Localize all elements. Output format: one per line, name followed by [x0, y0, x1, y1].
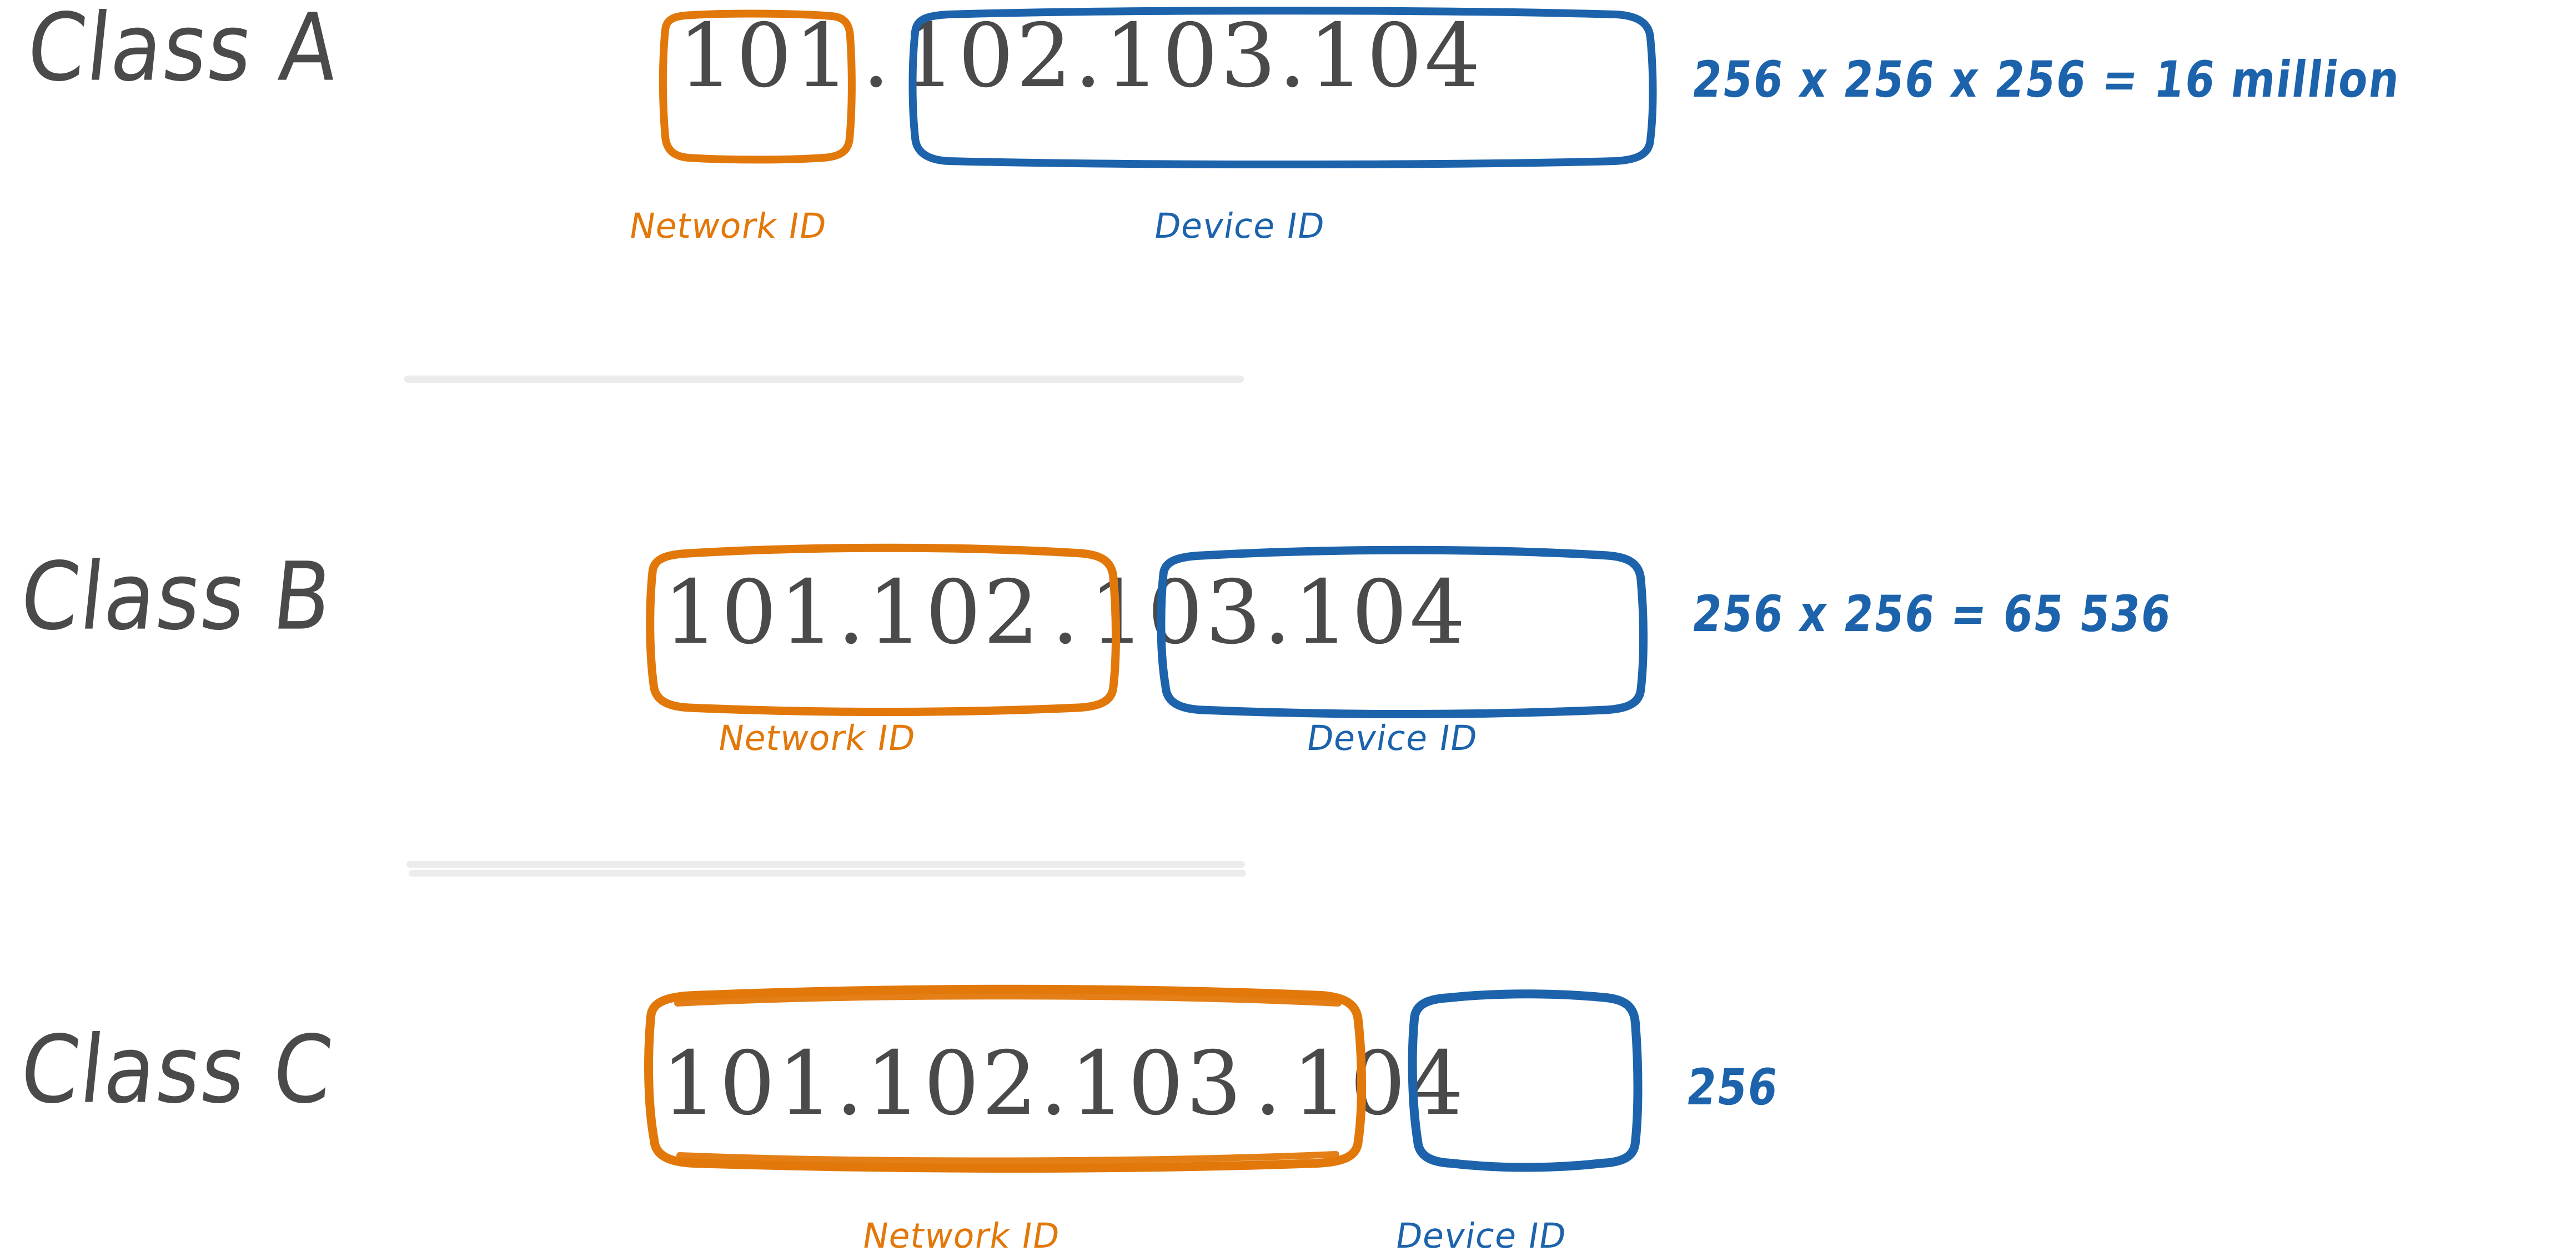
class-a-octet-separator: . [862, 5, 890, 107]
divider-b-c-upper [406, 861, 1245, 868]
class-c-ip-expression: 101.102.103 . 104 [652, 1040, 1475, 1128]
class-b-title: Class B [16, 543, 338, 651]
class-a-device-octets: 102.103.104 [900, 5, 1483, 107]
class-c-network-octets: 101.102.103 [661, 1033, 1244, 1135]
divider-a-b [404, 376, 1244, 383]
class-c-device-id-label: Device ID [1393, 1215, 1570, 1256]
class-c-network-id-label: Network ID [860, 1215, 1063, 1256]
class-c-octet-separator: . [1254, 1033, 1282, 1135]
class-a-title: Class A [22, 0, 344, 103]
class-b-row: Class B 101.102 . 103.104 Network ID Dev… [0, 500, 2576, 855]
class-a-network-id-label: Network ID [626, 206, 830, 246]
class-b-ip-expression: 101.102 . 103.104 [654, 569, 1477, 657]
class-b-network-octets: 101.102 [663, 562, 1042, 664]
class-b-device-octets: 103.104 [1089, 562, 1468, 664]
class-a-network-octets: 101 [678, 5, 852, 107]
class-b-network-id-label: Network ID [715, 718, 919, 758]
class-b-octet-separator: . [1051, 562, 1079, 664]
class-b-device-id-label: Device ID [1304, 718, 1481, 758]
class-a-ip-expression: 101 . 102.103.104 [669, 12, 1492, 100]
class-c-row: Class C 101.102.103 . 104 Network ID Dev… [0, 944, 2576, 1256]
class-a-math-annotation: 256 x 256 x 256 = 16 million [1689, 49, 2404, 109]
class-a-row: Class A 101 . 102.103.104 Network ID Dev… [0, 0, 2576, 422]
class-c-math-annotation: 256 [1683, 1057, 1782, 1117]
divider-b-c-lower [409, 870, 1246, 877]
class-c-device-octets: 104 [1292, 1033, 1466, 1135]
class-c-title: Class C [16, 1016, 339, 1124]
class-a-device-id-label: Device ID [1151, 206, 1328, 246]
class-b-math-annotation: 256 x 256 = 65 536 [1689, 584, 2176, 643]
